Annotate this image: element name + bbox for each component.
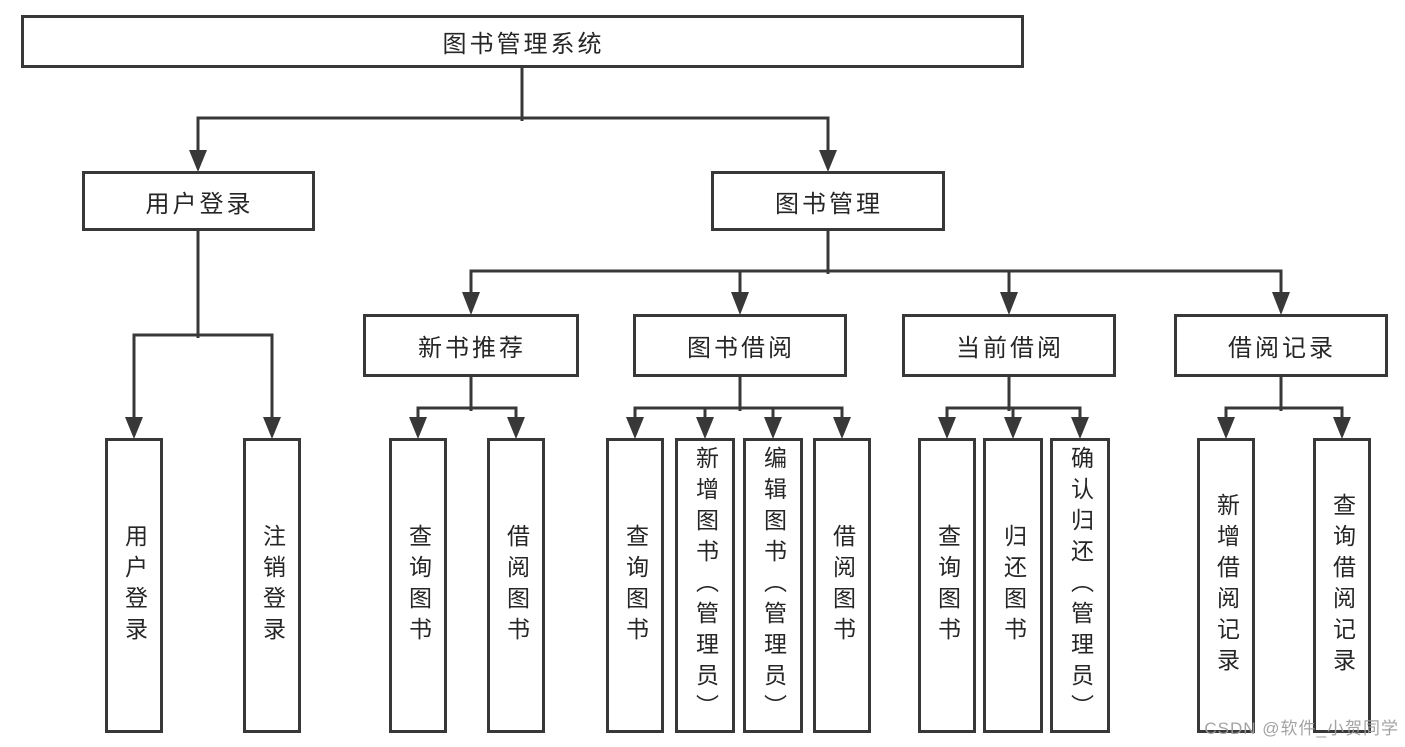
leaf-return-books: 归还图书 — [983, 438, 1043, 733]
node-library-system: 图书管理系统 — [21, 15, 1024, 68]
leaf-return-books-label: 归还图书 — [1000, 523, 1027, 648]
leaf-borrow-books: 借阅图书 — [813, 438, 871, 733]
leaf-borrow-books-recommend-label: 借阅图书 — [503, 523, 530, 648]
leaf-query-borrow-record: 查询借阅记录 — [1313, 438, 1371, 733]
leaf-add-book-admin-label: 新增图书（管理员） — [692, 446, 719, 725]
csdn-watermark: CSDN @软件_小贺同学 — [1204, 719, 1399, 738]
node-new-book-recommend: 新书推荐 — [363, 314, 579, 377]
leaf-user-login: 用户登录 — [105, 438, 163, 733]
node-book-management: 图书管理 — [711, 171, 945, 231]
node-current-borrowing: 当前借阅 — [902, 314, 1116, 377]
leaf-add-borrow-record-label: 新增借阅记录 — [1213, 492, 1240, 679]
leaf-borrow-books-label: 借阅图书 — [829, 523, 856, 648]
node-borrowing-records: 借阅记录 — [1174, 314, 1388, 377]
leaf-user-login-label: 用户登录 — [121, 523, 148, 648]
leaf-logout-label: 注销登录 — [259, 523, 286, 648]
leaf-query-books-borrow: 查询图书 — [606, 438, 664, 733]
node-user-login: 用户登录 — [82, 171, 315, 231]
leaf-query-books-recommend-label: 查询图书 — [405, 523, 432, 648]
leaf-add-book-admin: 新增图书（管理员） — [675, 438, 735, 733]
leaf-query-books-recommend: 查询图书 — [389, 438, 447, 733]
node-borrowing-records-label: 借阅记录 — [1228, 335, 1336, 362]
leaf-confirm-return-admin: 确认归还（管理员） — [1050, 438, 1110, 733]
node-book-management-label: 图书管理 — [775, 190, 883, 218]
node-library-system-label: 图书管理系统 — [442, 31, 605, 58]
leaf-logout: 注销登录 — [243, 438, 301, 733]
leaf-query-books-current: 查询图书 — [918, 438, 976, 733]
leaf-query-borrow-record-label: 查询借阅记录 — [1329, 492, 1356, 679]
node-current-borrowing-label: 当前借阅 — [956, 335, 1064, 362]
node-book-borrowing-label: 图书借阅 — [687, 335, 795, 362]
node-book-borrowing: 图书借阅 — [633, 314, 847, 377]
leaf-edit-book-admin: 编辑图书（管理员） — [743, 438, 803, 733]
leaf-query-books-borrow-label: 查询图书 — [622, 523, 649, 648]
node-new-book-recommend-label: 新书推荐 — [418, 335, 526, 362]
leaf-borrow-books-recommend: 借阅图书 — [487, 438, 545, 733]
leaf-query-books-current-label: 查询图书 — [934, 523, 961, 648]
leaf-add-borrow-record: 新增借阅记录 — [1197, 438, 1255, 733]
node-user-login-label: 用户登录 — [145, 190, 254, 218]
leaf-edit-book-admin-label: 编辑图书（管理员） — [760, 446, 787, 725]
leaf-confirm-return-admin-label: 确认归还（管理员） — [1067, 446, 1094, 725]
